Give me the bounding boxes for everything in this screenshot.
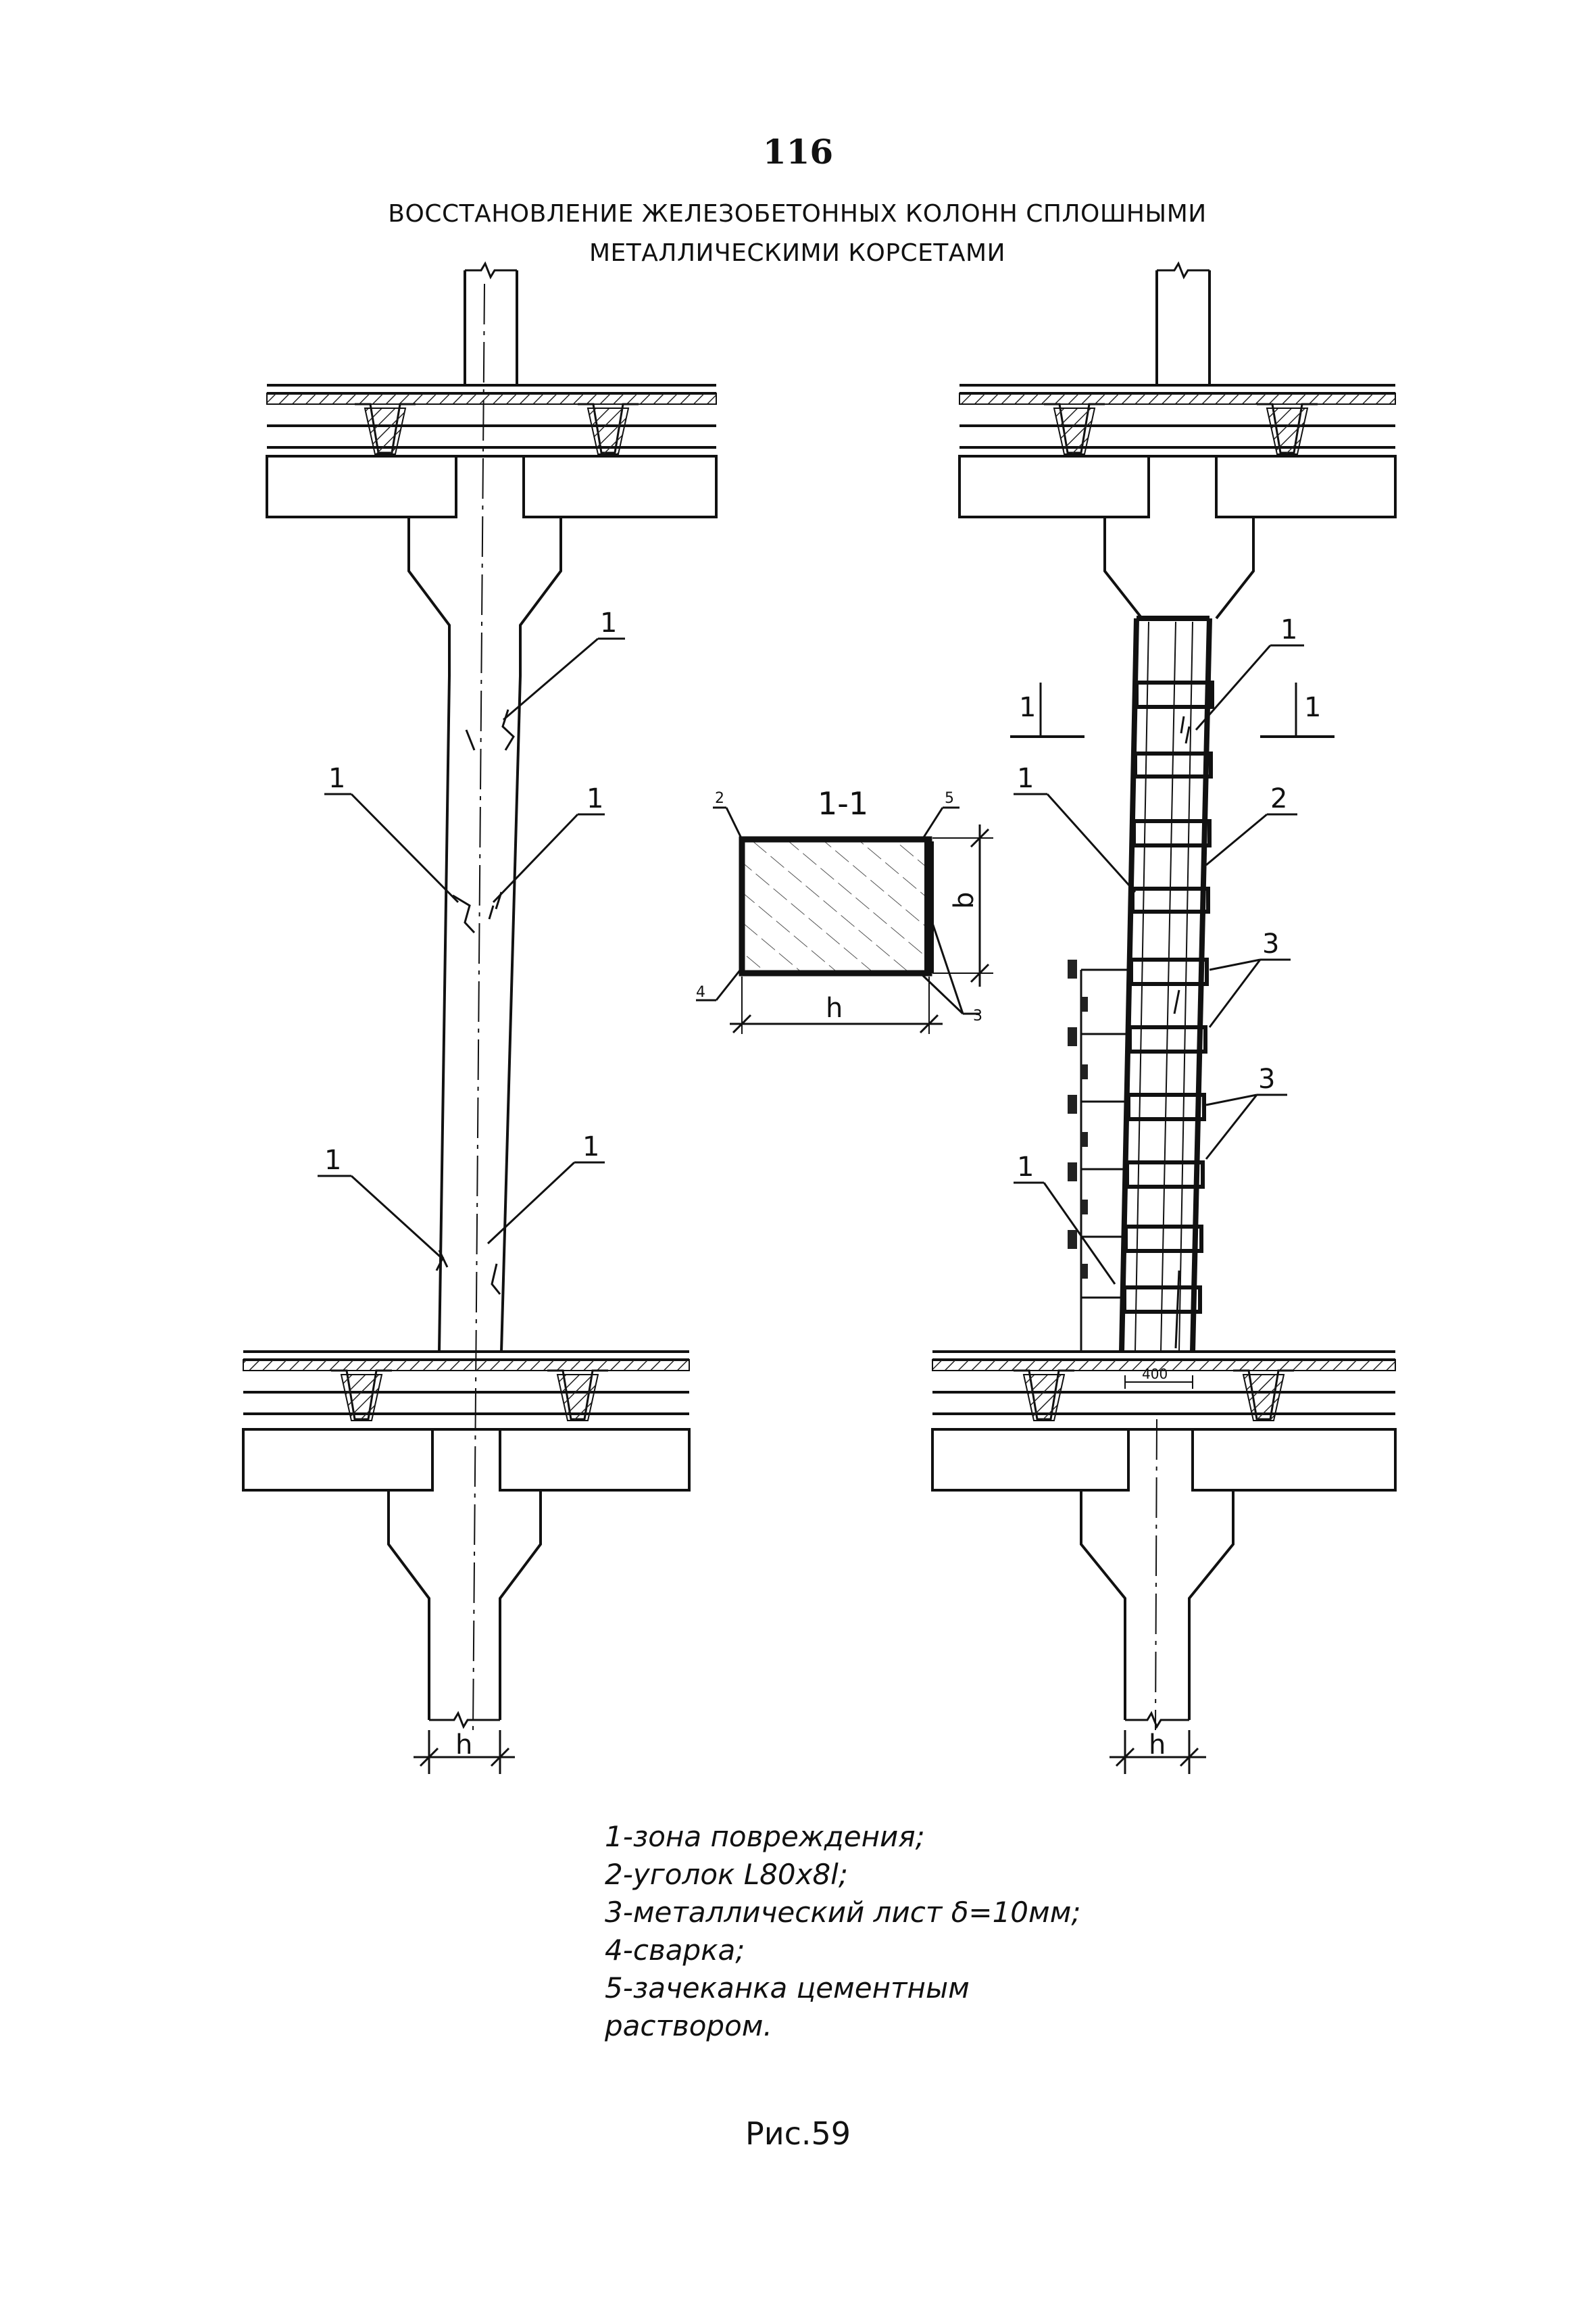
legend-item-3: 3-металлический лист δ=10мм; (605, 1896, 1081, 1929)
left-callout-d: 1 (324, 1145, 341, 1176)
right-callout-1-mid: 1 (1017, 763, 1034, 794)
legend-item-1: 1-зона повреждения; (605, 1820, 925, 1853)
legend-item-6: раствором. (605, 2009, 772, 2042)
right-callout-1-top: 1 (1280, 614, 1297, 645)
section-dim-b: b (949, 892, 980, 909)
section-dim-h: h (826, 993, 843, 1024)
right-callout-3-lower: 3 (1258, 1064, 1275, 1095)
section-callout-5: 5 (945, 790, 954, 807)
right-callout-2: 2 (1270, 783, 1287, 814)
section-1-1 (696, 806, 993, 1034)
right-dim-400: 400 (1142, 1366, 1168, 1382)
legend: 1-зона повреждения; 2-уголок L80x8l; 3-м… (605, 1818, 1213, 2045)
section-callout-3: 3 (973, 1008, 982, 1025)
title-line-2: МЕТАЛЛИЧЕСКИМИ КОРСЕТАМИ (589, 239, 1006, 267)
left-callout-b: 1 (328, 763, 345, 794)
section-callout-4: 4 (696, 984, 705, 1001)
section-label: 1-1 (818, 785, 868, 822)
section-callout-2: 2 (715, 790, 724, 807)
legend-item-5: 5-зачеканка цементным (605, 1971, 970, 2004)
right-column-elevation (931, 261, 1397, 1774)
page-number: 116 (762, 132, 834, 172)
section-mark-left: 1 (1019, 692, 1036, 723)
section-mark-right: 1 (1304, 692, 1321, 723)
right-callout-3-upper: 3 (1262, 929, 1279, 960)
legend-item-4: 4-сварка; (605, 1934, 745, 1967)
title-line-1: ВОССТАНОВЛЕНИЕ ЖЕЛЕЗОБЕТОННЫХ КОЛОНН СПЛ… (388, 200, 1207, 228)
legend-item-2: 2-уголок L80x8l; (605, 1858, 848, 1891)
left-callout-a: 1 (600, 608, 617, 639)
right-dim-h: h (1149, 1729, 1166, 1761)
left-callout-c: 1 (587, 783, 603, 814)
right-callout-1-low: 1 (1017, 1152, 1034, 1183)
drawing-title: ВОССТАНОВЛЕНИЕ ЖЕЛЕЗОБЕТОННЫХ КОЛОНН СПЛ… (378, 195, 1216, 273)
figure-caption: Рис.59 (745, 2115, 851, 2152)
left-callout-e: 1 (582, 1131, 599, 1162)
left-dim-h: h (455, 1729, 472, 1761)
left-column-elevation (242, 261, 718, 1774)
